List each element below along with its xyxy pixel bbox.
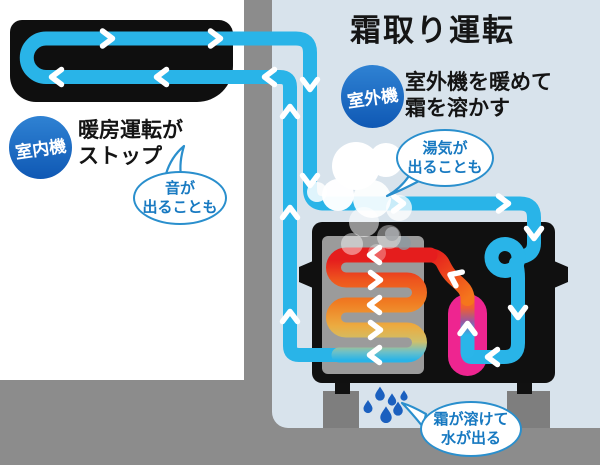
indoor-caption-line1: 暖房運転が: [78, 118, 183, 142]
steam-bubble-line1: 湯気が: [422, 139, 468, 158]
indoor-unit-badge-label: 室内機: [14, 136, 68, 164]
outdoor-unit-bracket-left: [299, 261, 313, 288]
outdoor-caption: 室外機を暖めて 霜を溶かす: [405, 69, 552, 121]
speech-bubble-tails: [164, 144, 428, 429]
refrigerant-pipe-cold: [19, 31, 541, 362]
outdoor-caption-line1: 室外機を暖めて: [405, 70, 552, 94]
sound-bubble: 音が 出ることも: [133, 171, 227, 225]
outdoor-caption-line2: 霜を溶かす: [405, 96, 510, 120]
steam-bubble: 湯気が 出ることも: [396, 129, 494, 187]
steam-bubble-line2: 出ることも: [407, 158, 483, 176]
page-title: 霜取り運転: [350, 13, 515, 49]
outdoor-unit-badge: 室外機: [341, 65, 404, 128]
defrost-coil: [326, 247, 438, 363]
hot-gas-pipe: [422, 248, 475, 306]
drain-bubble: 霜が溶けて 水が出る: [420, 401, 522, 457]
outdoor-unit-foot-left: [323, 391, 359, 428]
sound-bubble-line1: 音が: [164, 179, 195, 198]
sound-bubble-line2: 出ることも: [142, 198, 218, 216]
outdoor-unit-badge-label: 室外機: [346, 85, 400, 113]
indoor-caption: 暖房運転が ストップ: [78, 117, 183, 169]
outdoor-unit-bracket-right: [554, 261, 568, 288]
pipe-loop: [484, 237, 526, 278]
water-drops-icon: [363, 386, 408, 424]
outdoor-unit-leg-left: [335, 380, 350, 394]
indoor-unit-badge: 室内機: [9, 116, 72, 179]
outdoor-unit-leg-right: [517, 380, 532, 394]
steam-cloud-icon: [307, 142, 412, 262]
indoor-caption-line2: ストップ: [78, 144, 162, 168]
drain-bubble-line2: 水が出る: [440, 429, 501, 447]
drain-bubble-line1: 霜が溶けて: [433, 410, 509, 429]
